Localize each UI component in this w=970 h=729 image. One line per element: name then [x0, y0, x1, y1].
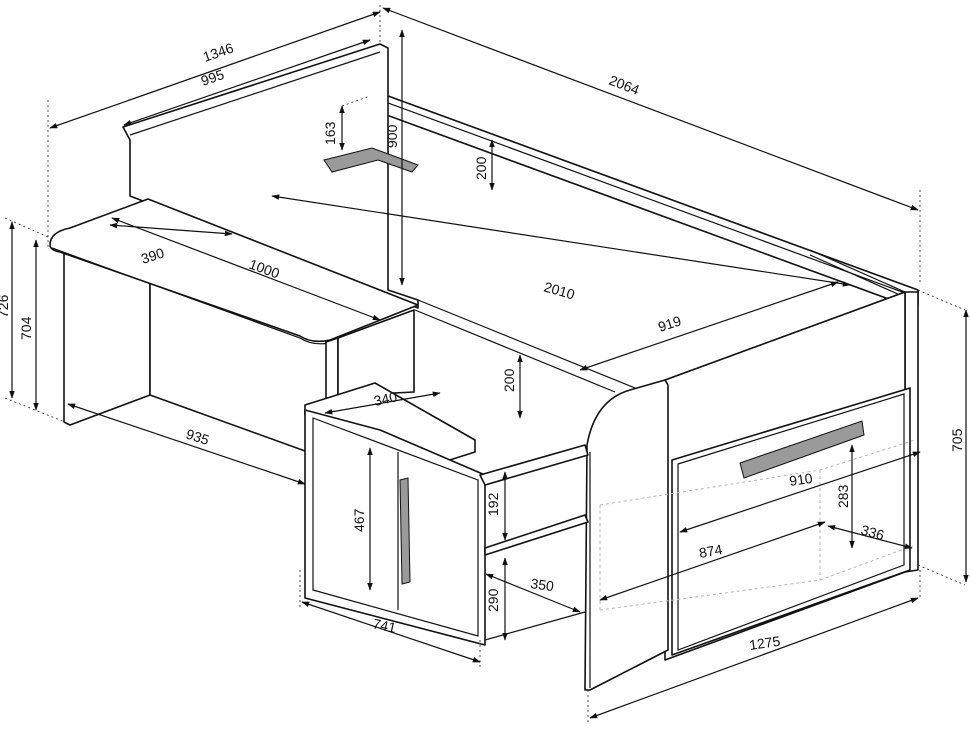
dim-label-total-height: 900	[384, 124, 400, 148]
cabinet-front	[304, 409, 486, 646]
dim-label-cabinet-depth: 340	[372, 388, 398, 409]
head-end-rounded-panel	[584, 379, 669, 691]
dim-label-shelf-height: 163	[322, 121, 338, 145]
dim-label-cabinet-top-height: 200	[501, 368, 517, 392]
desk-support-post	[325, 337, 339, 403]
dim-label-backboard-width: 995	[199, 66, 226, 89]
dim-label-drawer-height: 283	[835, 484, 851, 508]
back-rail-panel	[372, 92, 919, 306]
dim-label-bed-front-width: 1275	[748, 633, 781, 653]
cabinet	[304, 382, 589, 646]
dim-label-overall-width: 1346	[201, 39, 236, 64]
open-shelf-top	[479, 444, 589, 486]
cabinet-door-handle-icon	[399, 477, 411, 585]
dimension-lines	[4, 5, 969, 722]
dim-label-drawer-width: 910	[788, 470, 814, 489]
dim-label-shelf-gap-upper: 192	[485, 492, 501, 516]
dim-label-side-height: 705	[949, 428, 965, 452]
dim-label-desk-leg-span: 935	[184, 426, 211, 449]
dim-label-door-height: 467	[351, 508, 367, 532]
dim-label-mattress-length: 2010	[542, 279, 577, 303]
dim-label-desk-depth: 390	[139, 244, 166, 267]
dim-label-shelf-gap-lower: 290	[485, 588, 501, 612]
dim-label-drawer-depth: 336	[859, 522, 886, 544]
dim-label-cabinet-width: 741	[371, 615, 397, 636]
dim-label-shelf-depth: 350	[530, 575, 556, 594]
dim-label-mattress-segment: 919	[656, 312, 683, 335]
dim-label-backrest-height: 200	[473, 156, 489, 180]
dim-label-desk-height-inner: 704	[18, 316, 34, 340]
open-shelf-middle	[484, 514, 589, 556]
dim-label-desk-height-outer: 726	[0, 294, 11, 318]
dim-label-drawer-inner-width: 874	[698, 541, 724, 561]
